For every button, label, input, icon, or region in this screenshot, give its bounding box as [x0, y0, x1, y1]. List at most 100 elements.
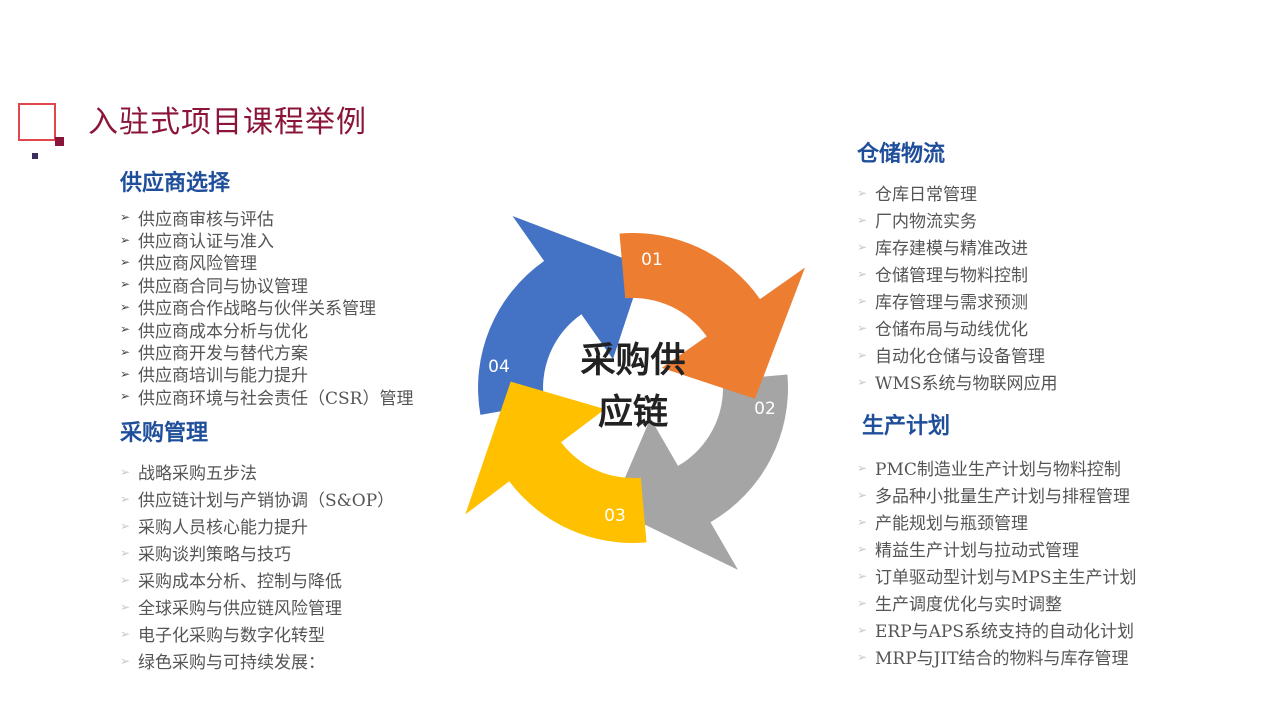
list-item-text: 供应商合同与协议管理 — [138, 276, 308, 297]
list-item-text: 精益生产计划与拉动式管理 — [875, 541, 1079, 561]
bullet-arrow-icon: ➢ — [120, 599, 131, 614]
cycle-number-01: 01 — [641, 250, 663, 270]
list-item-text: 采购成本分析、控制与降低 — [138, 572, 342, 592]
cycle-arrow-02 — [619, 233, 805, 399]
bullet-arrow-icon: ➢ — [857, 514, 868, 529]
bullet-arrow-icon: ➢ — [857, 293, 868, 308]
list-item: ➢ 供应商审核与评估 — [120, 206, 413, 230]
bullet-arrow-icon: ➢ — [857, 212, 868, 227]
warehouse-list: ➢仓库日常管理➢厂内物流实务➢库存建模与精准改进➢仓储管理与物料控制➢库存管理与… — [857, 179, 1058, 395]
bullet-arrow-icon: ➢ — [857, 347, 868, 362]
list-item: ➢ 生产调度优化与实时调整 — [857, 589, 1137, 616]
list-item-text: 库存管理与需求预测 — [875, 293, 1028, 313]
list-item-text: 生产调度优化与实时调整 — [875, 595, 1062, 615]
bullet-arrow-icon: ➢ — [857, 239, 868, 254]
cycle-arrow-04 — [465, 381, 647, 543]
list-item-text: 多品种小批量生产计划与排程管理 — [875, 487, 1130, 507]
list-item: ➢自动化仓储与设备管理 — [857, 341, 1058, 368]
list-item-text: 供应商合作战略与伙伴关系管理 — [138, 299, 376, 320]
page-title: 入驻式项目课程举例 — [88, 105, 367, 140]
bullet-arrow-icon: ➢ — [120, 545, 131, 560]
bullet-arrow-icon: ➢ — [857, 460, 868, 475]
list-item: ➢ 采购谈判策略与技巧 — [120, 539, 394, 566]
list-item-text: MRP与JIT结合的物料与库存管理 — [875, 649, 1129, 669]
bullet-arrow-icon: ➢ — [120, 653, 131, 668]
procurement-list: ➢战略采购五步法➢供应链计划与产销协调（S&OP）➢采购人员核心能力提升➢采购谈… — [120, 458, 394, 674]
bullet-arrow-icon: ➢ — [120, 518, 131, 533]
list-item-text: 全球采购与供应链风险管理 — [138, 599, 342, 619]
bullet-arrow-icon: ➢ — [857, 320, 868, 335]
bullet-arrow-icon: ➢ — [857, 266, 868, 281]
list-item-text: PMC制造业生产计划与物料控制 — [875, 460, 1121, 480]
list-item: ➢战略采购五步法 — [120, 458, 394, 485]
production-list: ➢PMC制造业生产计划与物料控制➢多品种小批量生产计划与排程管理➢产能规划与瓶颈… — [857, 454, 1137, 670]
cycle-arrow-01 — [478, 216, 644, 415]
bullet-arrow-icon: ➢ — [857, 541, 868, 556]
list-item: ➢ 精益生产计划与拉动式管理 — [857, 535, 1137, 562]
production-heading: 生产计划 — [862, 414, 951, 439]
list-item: ➢供应商开发与替代方案 — [120, 340, 413, 364]
cycle-number-02: 02 — [754, 399, 776, 419]
cycle-segment-03 — [611, 374, 788, 570]
list-item-text: 电子化采购与数字化转型 — [138, 626, 325, 646]
list-item: ➢ 采购人员核心能力提升 — [120, 512, 394, 539]
bullet-arrow-icon: ➢ — [120, 366, 131, 381]
list-item-text: 供应链计划与产销协调（S&OP） — [138, 491, 395, 511]
list-item: ➢ PMC制造业生产计划与物料控制 — [857, 454, 1137, 481]
list-item: ➢ 订单驱动型计划与MPS主生产计划 — [857, 562, 1137, 589]
cycle-arrow-03 — [611, 374, 788, 570]
list-item-text: 采购人员核心能力提升 — [138, 518, 308, 538]
title-frame-icon — [18, 103, 56, 141]
list-item: ➢ 电子化采购与数字化转型 — [120, 620, 394, 647]
list-item-text: 库存建模与精准改进 — [875, 239, 1028, 259]
list-item-text: 供应商成本分析与优化 — [138, 321, 308, 342]
bullet-arrow-icon: ➢ — [857, 568, 868, 583]
list-item: ➢ 供应商风险管理 — [120, 251, 413, 275]
list-item: ➢ 库存管理与需求预测 — [857, 287, 1058, 314]
bullet-arrow-icon: ➢ — [120, 322, 131, 337]
list-item: ➢ 供应商成本分析与优化 — [120, 318, 413, 342]
list-item: ➢多品种小批量生产计划与排程管理 — [857, 481, 1137, 508]
cycle-segment-01 — [478, 216, 644, 415]
cycle-number-03: 03 — [604, 506, 626, 526]
list-item-text: 供应商风险管理 — [138, 254, 257, 275]
bullet-arrow-icon: ➢ — [857, 595, 868, 610]
center-label-line-1: 采购供 — [580, 341, 685, 381]
list-item-text: 订单驱动型计划与MPS主生产计划 — [875, 568, 1137, 588]
supplier-list: ➢供应商审核与评估➢供应商认证与准入➢供应商风险管理➢供应商合同与协议管理➢供应… — [120, 206, 414, 409]
bullet-arrow-icon: ➢ — [120, 626, 131, 641]
list-item-text: 厂内物流实务 — [875, 212, 977, 232]
bullet-arrow-icon: ➢ — [120, 277, 131, 292]
list-item: ➢仓库日常管理 — [857, 179, 1058, 206]
list-item: ➢ 产能规划与瓶颈管理 — [857, 508, 1137, 535]
list-item-text: 产能规划与瓶颈管理 — [875, 514, 1028, 534]
list-item: ➢ 供应商认证与准入 — [120, 228, 413, 253]
list-item: ➢供应链计划与产销协调（S&OP） — [120, 485, 394, 512]
list-item-text: 采购谈判策略与技巧 — [138, 545, 291, 565]
list-item: ➢ 供应商培训与能力提升 — [120, 363, 413, 387]
list-item-text: 供应商环境与社会责任（CSR）管理 — [138, 388, 414, 409]
bullet-arrow-icon: ➢ — [120, 254, 131, 269]
list-item: ➢ 供应商合同与协议管理 — [120, 273, 413, 297]
list-item-text: 仓库日常管理 — [875, 185, 977, 205]
list-item: ➢绿色采购与可持续发展： — [120, 647, 394, 674]
list-item-text: 仓储管理与物料控制 — [875, 266, 1028, 286]
list-item-text: 供应商认证与准入 — [138, 232, 274, 253]
bullet-arrow-icon: ➢ — [120, 344, 131, 359]
list-item: ➢ 库存建模与精准改进 — [857, 233, 1058, 260]
list-item-text: 供应商审核与评估 — [138, 209, 274, 230]
procurement-heading: 采购管理 — [120, 421, 209, 446]
list-item: ➢WMS系统与物联网应用 — [857, 368, 1058, 395]
bullet-arrow-icon: ➢ — [120, 464, 131, 479]
cycle-number-04: 04 — [488, 357, 510, 377]
bullet-arrow-icon: ➢ — [120, 232, 131, 247]
bullet-arrow-icon: ➢ — [120, 299, 131, 314]
list-item: ➢ 厂内物流实务 — [857, 206, 1058, 233]
list-item: ➢ 供应商环境与社会责任（CSR）管理 — [120, 385, 414, 409]
bullet-arrow-icon: ➢ — [120, 389, 131, 404]
cycle-segment-02 — [619, 233, 805, 399]
list-item: ➢采购成本分析、控制与降低 — [120, 566, 394, 593]
list-item-text: 供应商培训与能力提升 — [138, 366, 308, 387]
bullet-arrow-icon: ➢ — [120, 210, 131, 225]
list-item: ➢ 仓储管理与物料控制 — [857, 260, 1058, 287]
